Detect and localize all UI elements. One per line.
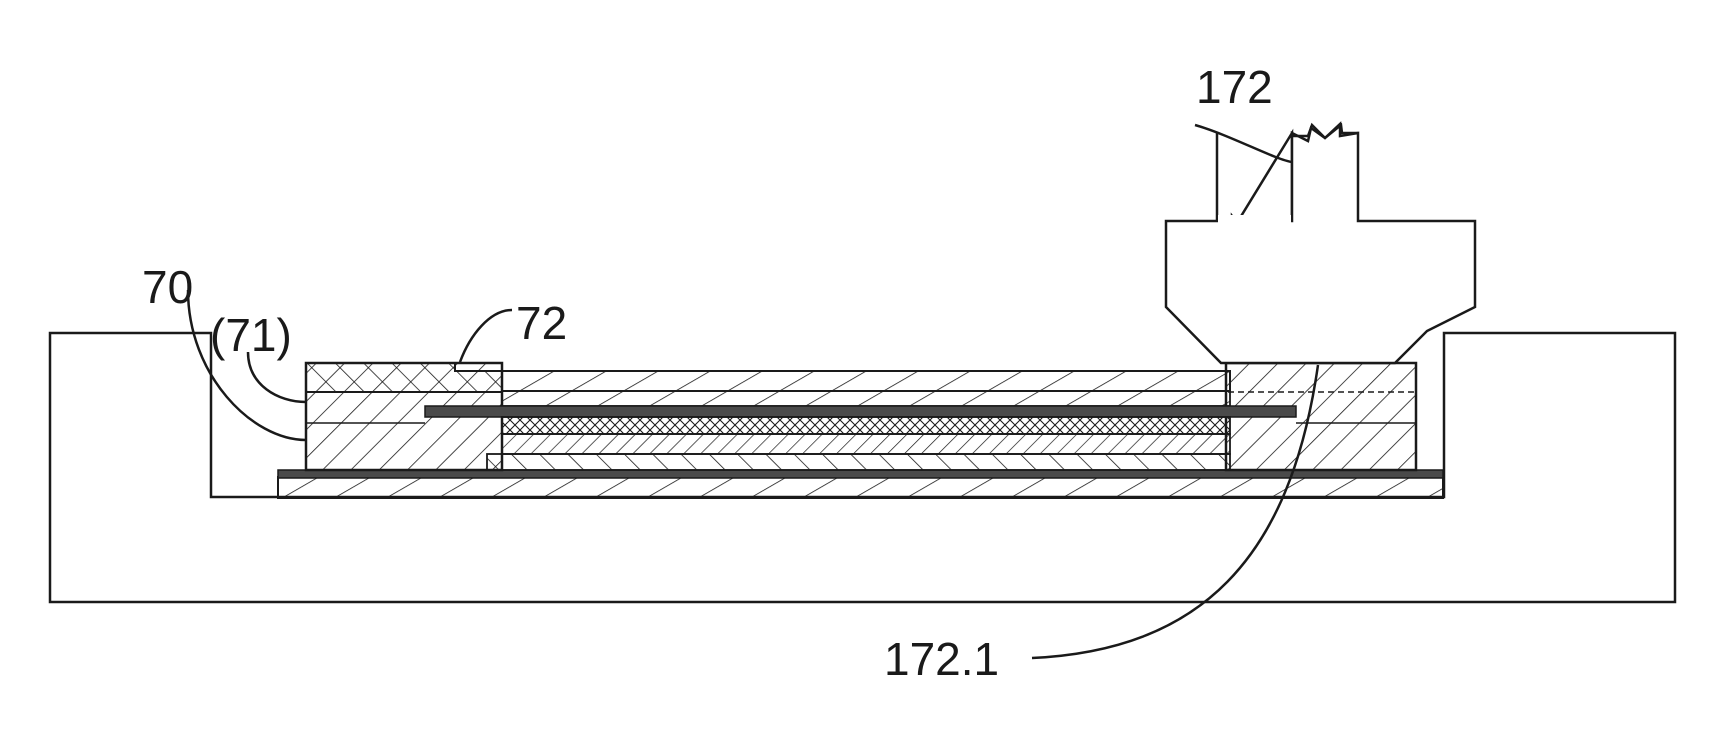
label-172-1: 172.1 (884, 633, 999, 685)
label-172: 172 (1196, 61, 1273, 113)
label-71: (71) (210, 309, 292, 361)
label-72: 72 (516, 297, 567, 349)
crosshatch-layer (502, 417, 1230, 434)
fine-hatch-layer (502, 434, 1230, 454)
bottom-layer (487, 454, 1230, 470)
substrate-plate (278, 477, 1443, 498)
leader-line-172 (1195, 125, 1292, 162)
tool-shaft-cover (1218, 215, 1291, 225)
press-tool-outline (1166, 124, 1475, 363)
top-cover-layer (502, 371, 1230, 391)
label-70: 70 (142, 261, 193, 313)
dark-membrane-layer (425, 406, 1296, 417)
second-layer (502, 391, 1230, 406)
leader-line-72 (460, 310, 512, 362)
